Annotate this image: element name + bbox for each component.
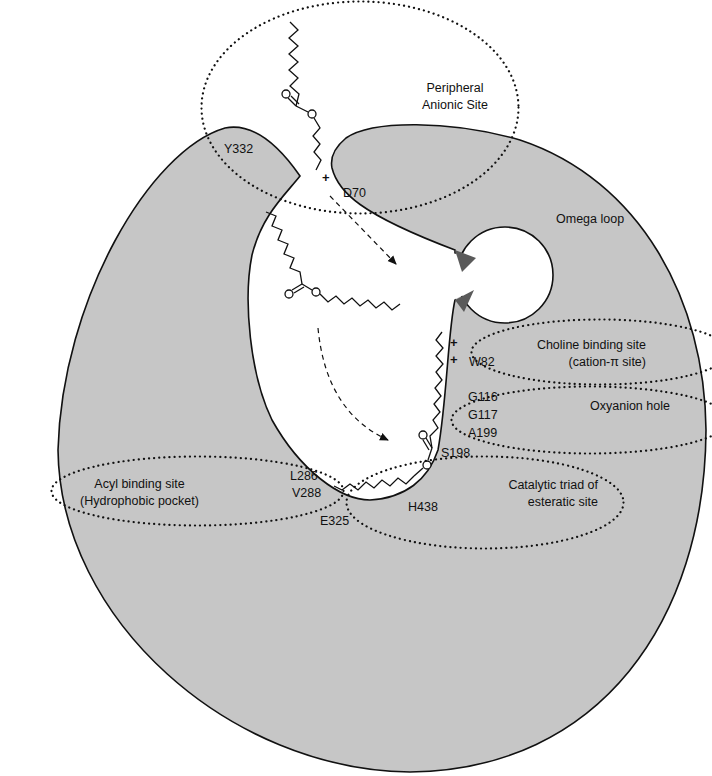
- residue-label: G116: [468, 390, 498, 405]
- path-arrow: [330, 196, 396, 264]
- residue-label: W82: [469, 355, 495, 370]
- residue-label: L286: [290, 469, 318, 484]
- site-region: Catalytic triad of esteratic site: [345, 455, 625, 550]
- dotted-ellipse: [472, 320, 712, 385]
- residue-label: G117: [468, 408, 498, 423]
- site-region: Peripheral Anionic Site: [200, 0, 520, 215]
- residue-label: D70: [343, 186, 366, 201]
- charge-sign: +: [450, 352, 458, 368]
- region-label: Omega loop: [556, 212, 624, 227]
- site-label: Choline binding site (cation-π site): [496, 337, 646, 371]
- site-label: Oxyanion hole: [590, 398, 670, 415]
- site-label: Peripheral Anionic Site: [405, 80, 505, 114]
- dotted-ellipse: [52, 457, 344, 526]
- omega-wedge: [455, 290, 474, 312]
- residue-label: Y332: [224, 142, 253, 157]
- substrate-molecule: [266, 212, 400, 310]
- dotted-ellipse: [347, 457, 624, 549]
- omega-loop: [457, 227, 553, 323]
- substrate-molecule: [334, 332, 443, 490]
- dotted-ellipse: [452, 387, 712, 454]
- substrate-molecule: [282, 22, 321, 170]
- site-label: Catalytic triad of esteratic site: [478, 477, 598, 511]
- residue-label: H438: [408, 500, 438, 515]
- site-label: Acyl binding site (Hydrophobic pocket): [72, 476, 207, 510]
- dotted-ellipse: [202, 2, 519, 214]
- residue-label: E325: [320, 514, 349, 529]
- residue-label: S198: [441, 446, 470, 461]
- charge-sign: +: [450, 335, 458, 351]
- residue-label: A199: [468, 426, 497, 441]
- path-arrow: [318, 328, 388, 440]
- site-region: Choline binding site (cation-π site): [470, 318, 712, 386]
- residue-label: V288: [292, 486, 321, 501]
- enzyme-body: [58, 125, 706, 772]
- charge-sign: +: [322, 170, 330, 186]
- omega-wedge: [455, 250, 476, 272]
